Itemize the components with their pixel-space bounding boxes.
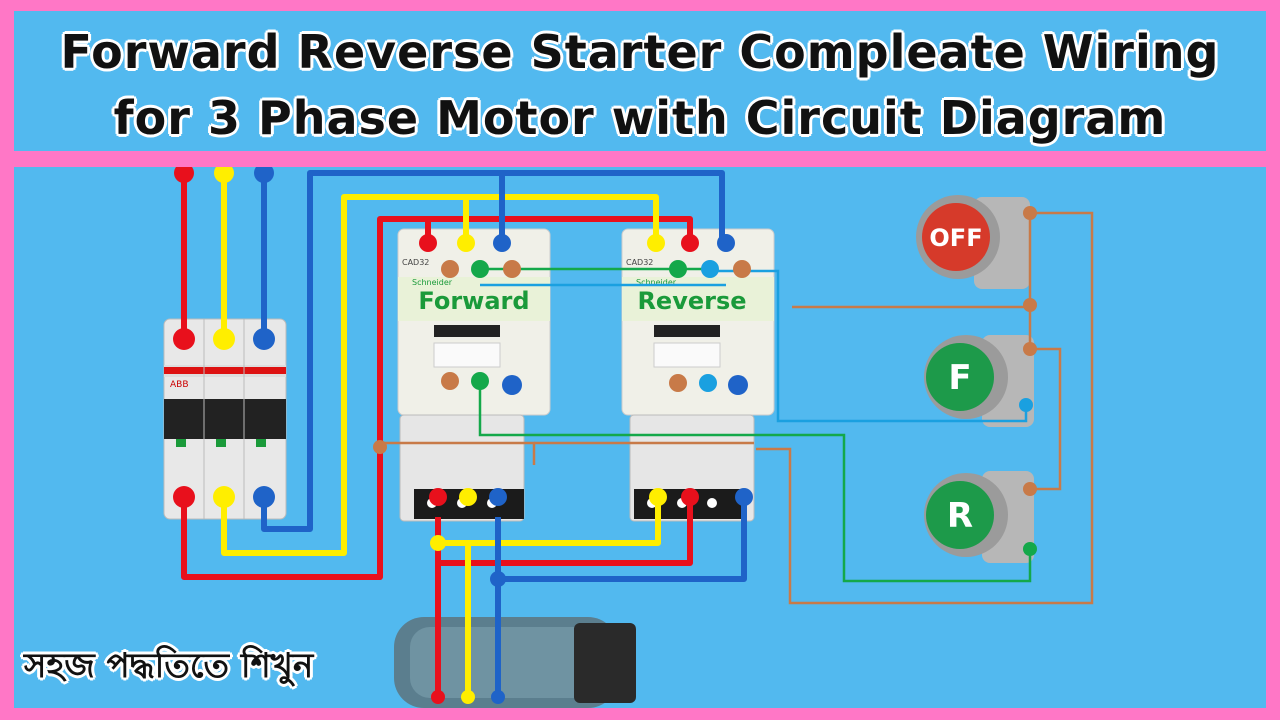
forward-button-label: F [948, 358, 971, 398]
control-wires [380, 211, 1094, 605]
red-phase-reverse-out [438, 497, 693, 566]
phase-wires [181, 167, 747, 697]
title-line-1: Forward Reverse Starter Compleate Wiring [60, 25, 1220, 79]
forward-push-button[interactable]: F [924, 335, 1034, 427]
off-push-button[interactable]: OFF [916, 195, 1030, 289]
yellow-phase-motor [438, 497, 661, 546]
circuit-breaker: ABB [163, 318, 287, 520]
red-phase-breaker-out [181, 216, 693, 580]
title-line-2: for 3 Phase Motor with Circuit Diagram [113, 91, 1167, 145]
terminal-dots [173, 167, 1037, 704]
reverse-brand: Schneider [636, 278, 677, 287]
title-panel: Forward Reverse Starter Compleate Wiring… [14, 11, 1266, 151]
three-phase-motor [394, 617, 636, 708]
control-cyan-f [710, 269, 1028, 423]
blue-phase-breaker-out [261, 170, 725, 532]
reverse-contactor: Reverse Schneider CAD32 [621, 228, 775, 522]
forward-brand: Schneider [412, 278, 453, 287]
control-brown-main [756, 211, 1094, 605]
control-green-r [478, 381, 1032, 583]
yellow-phase-breaker-out [221, 194, 659, 556]
reverse-button-label: R [947, 496, 973, 536]
forward-model: CAD32 [402, 258, 429, 267]
forward-label: Forward [418, 287, 529, 315]
wiring-diagram: ABB Forward Schneider CAD32 [163, 167, 1094, 708]
reverse-push-button[interactable]: R [924, 471, 1034, 563]
diagram-panel: ABB Forward Schneider CAD32 [14, 167, 1266, 708]
breaker-brand: ABB [170, 380, 189, 390]
blue-phase-reverse-out [498, 497, 747, 582]
footer-label: সহজ পদ্ধতিতে শিখুন [24, 646, 314, 686]
breaker-toggle[interactable] [164, 399, 286, 439]
reverse-model: CAD32 [626, 258, 653, 267]
off-button-label: OFF [929, 224, 982, 252]
control-brown-f-r [1030, 347, 1062, 491]
reverse-label: Reverse [637, 287, 746, 315]
